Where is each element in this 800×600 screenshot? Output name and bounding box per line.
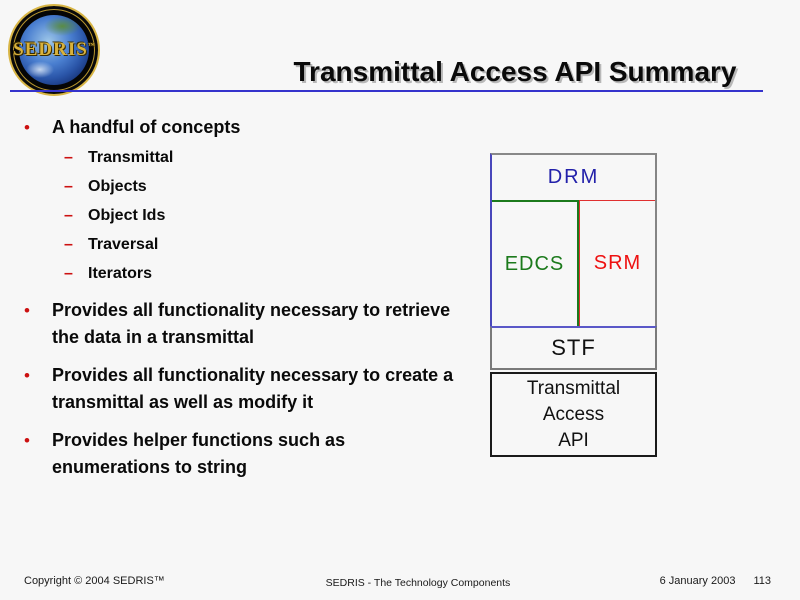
sub-bullet-item: – Objects xyxy=(64,176,147,198)
footer-date: 6 January 2003 xyxy=(659,575,736,587)
sub-bullet-item: – Object Ids xyxy=(64,205,165,227)
sub-bullet-item: – Iterators xyxy=(64,263,152,285)
bullet-item: • A handful of concepts xyxy=(24,114,466,141)
bullet-item: • Provides all functionality necessary t… xyxy=(24,297,466,351)
dash-icon: – xyxy=(64,149,73,166)
bullet-dot-icon: • xyxy=(24,431,30,450)
drm-edcs-srm-box: DRM EDCS SRM xyxy=(490,153,657,326)
bullet-label: Provides all functionality necessary to … xyxy=(52,365,454,412)
footer-copyright: Copyright © 2004 SEDRIS™ xyxy=(24,575,165,587)
api-stack-diagram: DRM EDCS SRM STF Transmittal Access API xyxy=(490,153,657,457)
bullet-dot-icon: • xyxy=(24,301,30,320)
sub-bullet-label: Objects xyxy=(88,178,147,195)
bullet-dot-icon: • xyxy=(24,366,30,385)
dash-icon: – xyxy=(64,178,73,195)
bullet-label: Provides helper functions such as enumer… xyxy=(52,430,346,477)
edcs-label: EDCS xyxy=(492,200,579,326)
dash-icon: – xyxy=(64,207,73,224)
api-box-line: Transmittal xyxy=(526,377,621,399)
api-box-line: Access xyxy=(542,403,605,425)
bullet-dot-icon: • xyxy=(24,118,30,137)
api-box-line: API xyxy=(558,429,589,451)
sub-bullet-item: – Traversal xyxy=(64,234,158,256)
drm-label: DRM xyxy=(547,166,600,188)
bullet-label: A handful of concepts xyxy=(52,117,241,137)
sub-bullet-label: Traversal xyxy=(88,236,159,253)
bullet-item: • Provides helper functions such as enum… xyxy=(24,427,466,481)
logo-wordmark: SEDRIS™ xyxy=(13,39,95,61)
srm-label: SRM xyxy=(579,200,655,326)
sub-bullet-label: Transmittal xyxy=(88,149,174,166)
sub-bullet-item: – Transmittal xyxy=(64,147,173,169)
bullet-label: Provides all functionality necessary to … xyxy=(52,300,451,347)
dash-icon: – xyxy=(64,265,73,282)
sub-bullet-label: Object Ids xyxy=(88,207,166,224)
footer-date-page: 6 January 2003 113 xyxy=(660,575,771,587)
page-title: Transmittal Access API Summary xyxy=(293,56,737,87)
logo-text: SEDRIS xyxy=(13,39,88,60)
footer-page-number: 113 xyxy=(753,575,771,587)
sedris-logo-icon: SEDRIS™ xyxy=(8,4,100,96)
bullet-item: • Provides all functionality necessary t… xyxy=(24,362,466,416)
footer-deck-title: SEDRIS - The Technology Components xyxy=(325,577,511,589)
stf-box: STF xyxy=(490,326,657,370)
title-underline xyxy=(10,90,763,92)
dash-icon: – xyxy=(64,236,73,253)
edcs-srm-row: EDCS SRM xyxy=(492,200,655,326)
transmittal-access-api-box: Transmittal Access API xyxy=(490,372,657,457)
sub-bullet-label: Iterators xyxy=(88,265,153,282)
earth-globe-icon xyxy=(19,15,89,85)
logo-trademark: ™ xyxy=(87,41,95,50)
